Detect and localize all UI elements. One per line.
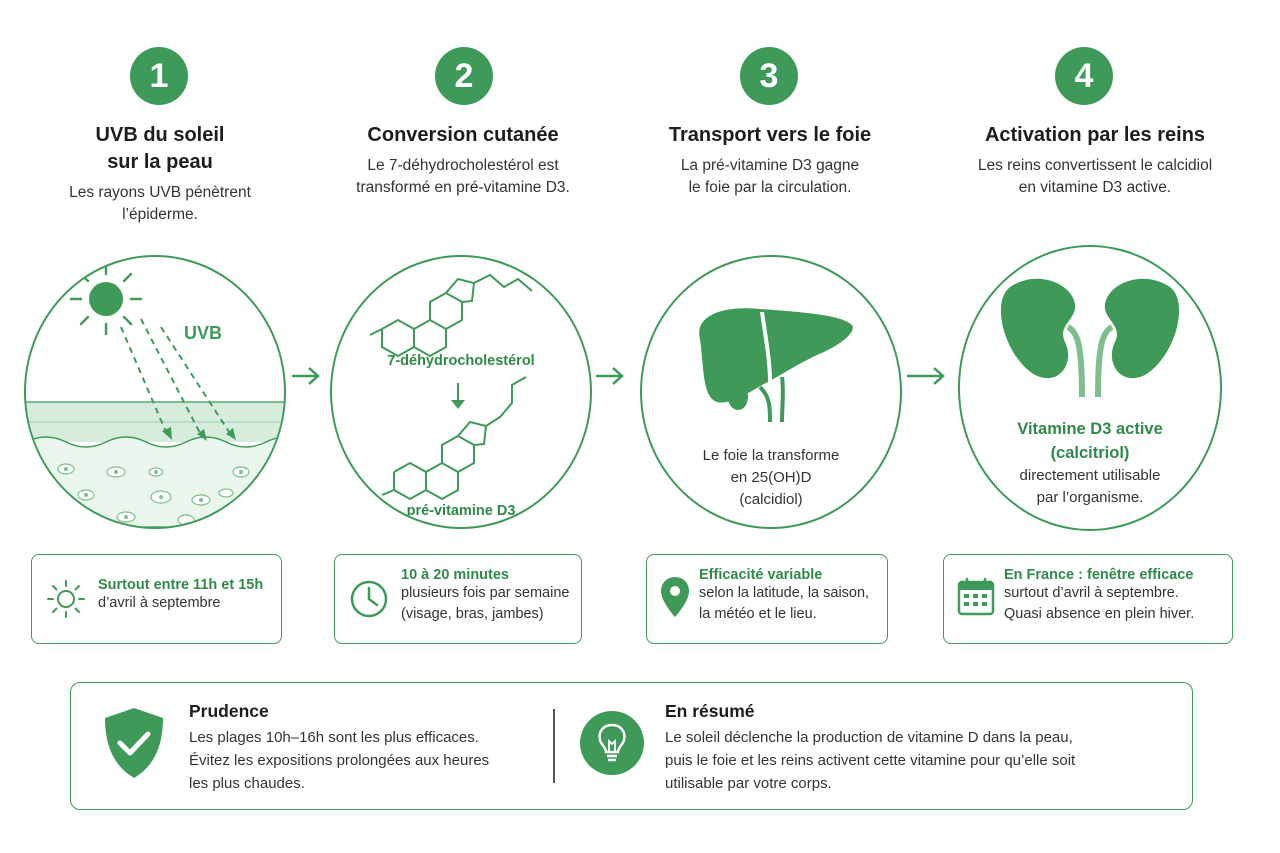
step-1-number: 1: [130, 47, 188, 105]
lightbulb-icon: [580, 711, 644, 775]
resume-title: En résumé: [665, 701, 755, 721]
card-duration-title: 10 à 20 minutes: [401, 567, 509, 583]
clock-icon: [350, 580, 388, 618]
calendar-icon: [957, 578, 995, 616]
step-3-title: Transport vers le foie: [668, 124, 872, 146]
divider: [553, 709, 555, 783]
card-efficacy-text-2: la météo et le lieu.: [699, 606, 817, 622]
prudence-text: Les plages 10h–16h sont les plus efficac…: [189, 729, 490, 792]
card-france-text-1: surtout d’avril à septembre.: [1004, 585, 1179, 601]
arrow-right-icon: [292, 367, 320, 385]
prudence-title: Prudence: [189, 701, 269, 721]
location-pin-icon: [661, 577, 689, 617]
kidneys-icon: [1000, 278, 1180, 398]
step-2-title: Conversion cutanée: [367, 124, 559, 146]
step-3-number: 3: [740, 47, 798, 105]
arrow-right-icon: [596, 367, 624, 385]
sun-icon: [47, 580, 85, 618]
shield-check-icon: [105, 708, 163, 778]
step-3-header: Transport vers le foie La pré-vitamine D…: [630, 122, 910, 199]
sun-drawing: [69, 262, 143, 336]
step-4-title: Activation par les reins: [984, 124, 1206, 146]
molecule-drawing: [369, 273, 533, 501]
info-card-duration: 10 à 20 minutes plusieurs fois par semai…: [334, 554, 582, 644]
card-france-title: En France : fenêtre efficace: [1004, 567, 1194, 583]
arrow-right-icon: [907, 367, 945, 385]
resume-text: Le soleil déclenche la production de vit…: [665, 729, 1076, 792]
info-card-timing: Surtout entre 11h et 15h d’avril à septe…: [31, 554, 282, 644]
step-2-number: 2: [435, 47, 493, 105]
molecule-bottom-label: pré-vitamine D3: [406, 503, 516, 519]
info-card-france: En France : fenêtre efficace surtout d’a…: [943, 554, 1233, 644]
uvb-skin-illustration: UVB: [24, 255, 286, 529]
liver-icon: [699, 308, 853, 423]
card-duration-text-2: (visage, bras, jambes): [401, 606, 544, 622]
molecule-conversion-illustration: 7-déhydrocholestérol pré-vitamine D3: [330, 255, 592, 529]
step-4-header: Activation par les reins Les reins conve…: [940, 122, 1250, 199]
card-timing-text: d’avril à septembre: [98, 595, 221, 611]
kidney-illustration: Vitamine D3 active (calcitriol) directem…: [958, 245, 1222, 531]
kidney-highlight: Vitamine D3 active (calcitriol): [1017, 420, 1163, 462]
card-france-text-2: Quasi absence en plein hiver.: [1004, 606, 1195, 622]
info-card-efficacy: Efficacité variable selon la latitude, l…: [646, 554, 888, 644]
skin-layers-drawing: [26, 262, 284, 527]
step-4-number: 4: [1055, 47, 1113, 105]
molecule-top-label: 7-déhydrocholestérol: [387, 353, 535, 369]
card-timing-title: Surtout entre 11h et 15h: [98, 577, 264, 593]
card-duration-text-1: plusieurs fois par semaine: [401, 585, 570, 601]
card-efficacy-text-1: selon la latitude, la saison,: [699, 585, 870, 601]
uvb-label: UVB: [184, 323, 223, 343]
step-2-header: Conversion cutanée Le 7-déhydrocholestér…: [318, 122, 608, 199]
card-efficacy-title: Efficacité variable: [699, 567, 823, 583]
summary-panel: Prudence Les plages 10h–16h sont les plu…: [70, 682, 1193, 810]
